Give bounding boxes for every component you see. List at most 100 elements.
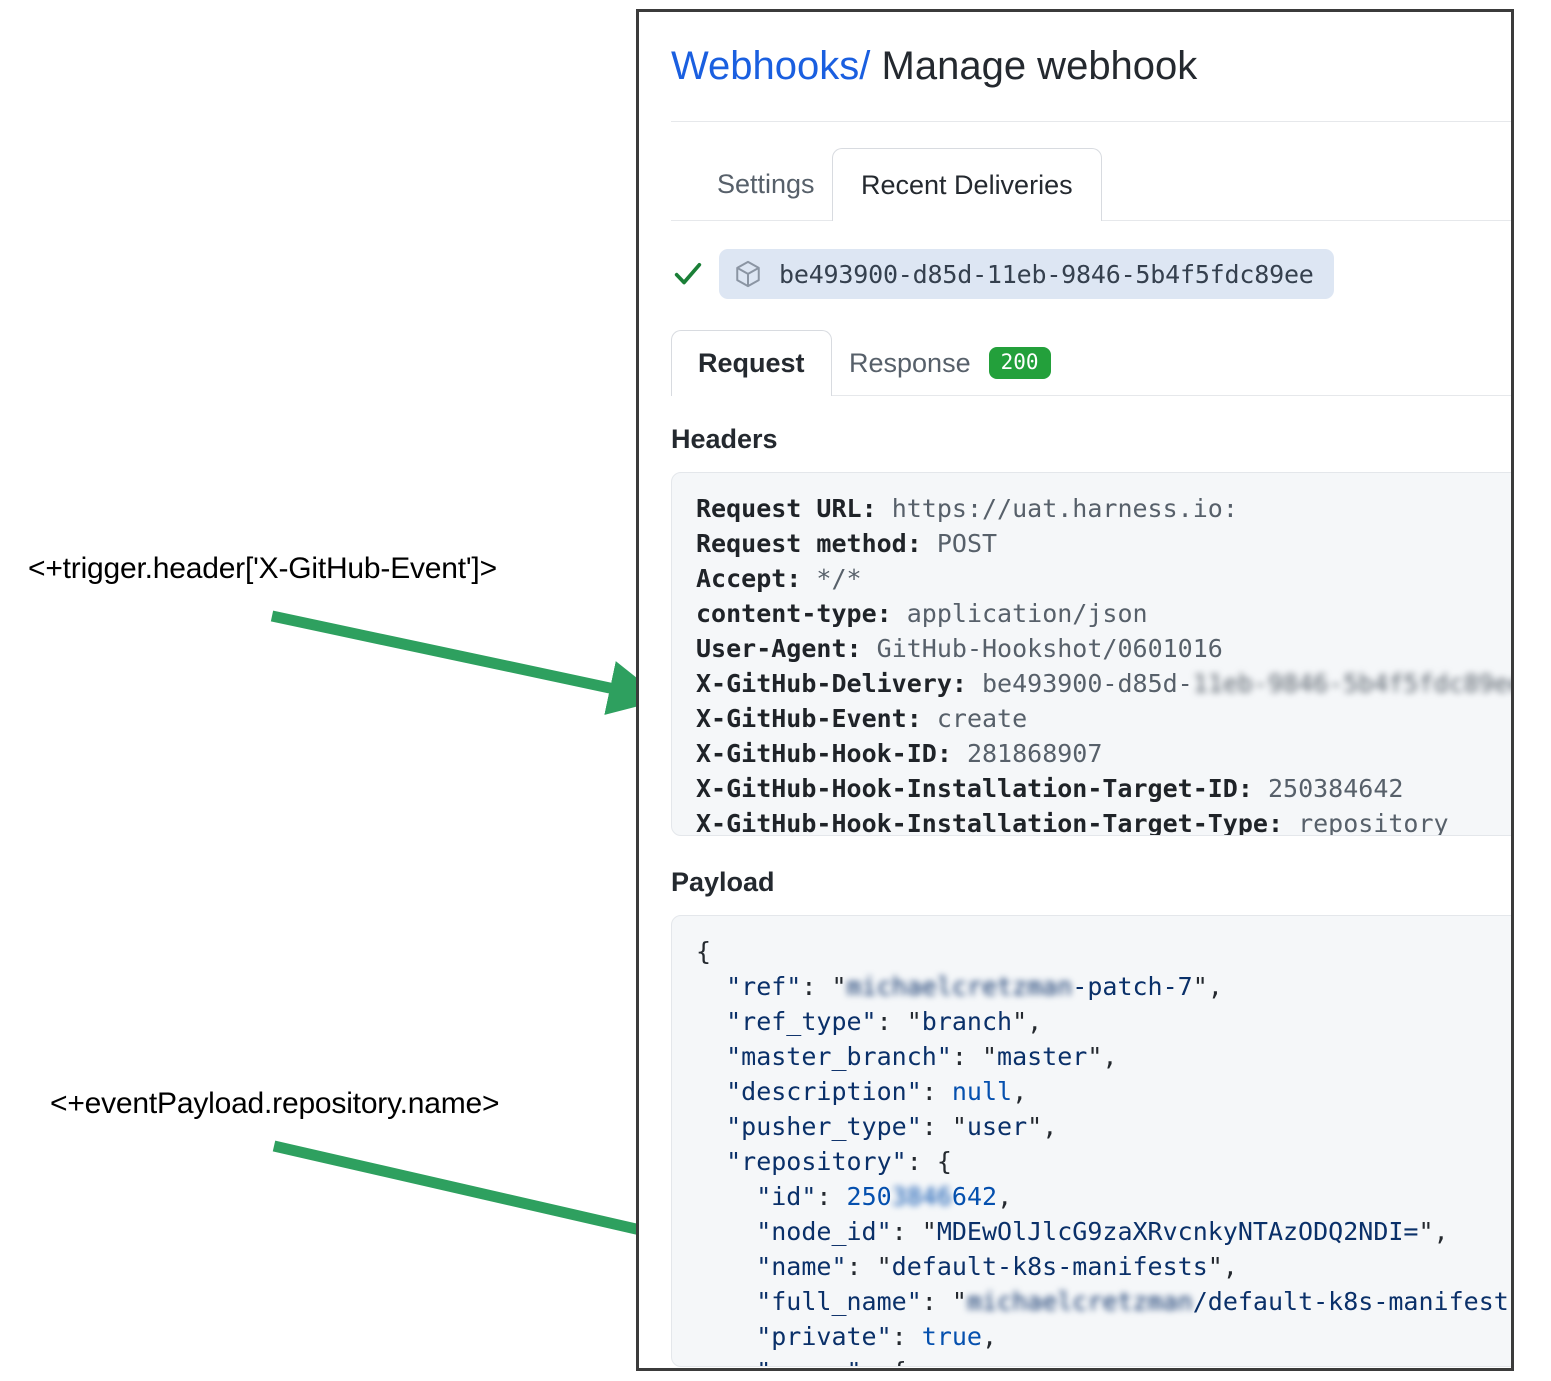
delivery-id-text: be493900-d85d-11eb-9846-5b4f5fdc89ee — [779, 259, 1314, 289]
page-title: Webhooks/ Manage webhook — [671, 44, 1197, 89]
payload-key: "id" — [756, 1182, 817, 1211]
header-value: 281868907 — [966, 739, 1103, 768]
payload-key: "ref" — [726, 972, 802, 1001]
header-value: repository — [1298, 809, 1449, 836]
payload-value: 250 — [846, 1182, 892, 1211]
payload-line: "repository": { — [726, 1147, 952, 1176]
header-key: X-GitHub-Event: — [696, 704, 922, 733]
header-key: User-Agent: — [696, 634, 862, 663]
payload-line: "master_branch": "master", — [726, 1042, 1118, 1071]
tab-settings[interactable]: Settings — [717, 169, 815, 199]
tab-request[interactable]: Request — [671, 330, 832, 396]
header-key: Accept: — [696, 564, 802, 593]
payload-key: "description" — [726, 1077, 922, 1106]
payload-key: "owner" — [756, 1357, 861, 1366]
settings-tab-bar: Settings Recent Deliveries — [639, 121, 1511, 221]
header-line: content-type: application/json — [696, 596, 1511, 631]
header-line: User-Agent: GitHub-Hookshot/0601016 — [696, 631, 1511, 666]
header-value: 250384642 — [1267, 774, 1404, 803]
header-value-redacted: 11eb-9846-5b4f5fdc89ee — [1192, 669, 1514, 698]
payload-key: "full_name" — [756, 1287, 922, 1316]
payload-key: "repository" — [726, 1147, 907, 1176]
payload-value: branch — [921, 1007, 1013, 1036]
breadcrumb-separator: / — [859, 44, 871, 88]
header-line: X-GitHub-Hook-Installation-Target-Type: … — [696, 806, 1511, 836]
header-key: X-GitHub-Hook-Installation-Target-Type: — [696, 809, 1283, 836]
headers-section-label: Headers — [671, 424, 778, 454]
payload-key: "master_branch" — [726, 1042, 952, 1071]
payload-value: -patch-7 — [1072, 972, 1193, 1001]
payload-value: default-k8s-manifests — [891, 1252, 1208, 1281]
tab-recent-deliveries[interactable]: Recent Deliveries — [832, 148, 1102, 221]
breadcrumb-webhooks-link[interactable]: Webhooks — [671, 44, 860, 88]
header-key: Request method: — [696, 529, 922, 558]
payload-brace: { — [696, 937, 712, 966]
payload-line: { — [696, 934, 1511, 969]
header-line: Request URL: https://uat.harness.io: — [696, 491, 1511, 526]
payload-line: "full_name": "michaelcretzman/default-k8… — [696, 1284, 1514, 1319]
tabbar-top-rule — [671, 121, 1511, 122]
breadcrumb-current: Manage webhook — [881, 44, 1198, 88]
header-line: X-GitHub-Hook-Installation-Target-ID: 25… — [696, 771, 1511, 806]
payload-value: /default-k8s-manifests — [1192, 1287, 1514, 1316]
payload-value: { — [892, 1357, 907, 1366]
payload-line: "private": true, — [756, 1322, 998, 1351]
header-key: X-GitHub-Hook-Installation-Target-ID: — [696, 774, 1253, 803]
header-value: be493900-d85d- — [982, 669, 1193, 698]
payload-value: true — [921, 1322, 982, 1351]
payload-line: "ref_type": "branch", — [726, 1007, 1043, 1036]
payload-value-redacted: michaelcretzman — [966, 1287, 1193, 1316]
annotation-arrow-header — [270, 610, 664, 715]
payload-value-2: 642 — [951, 1182, 998, 1211]
payload-code-block: { "ref": "michaelcretzman-patch-7", "ref… — [671, 915, 1514, 1367]
tab-response[interactable]: Response 200 — [829, 330, 1071, 396]
payload-value: MDEwOlJlcG9zaXRvcnkyNTAzODQ2NDI= — [936, 1217, 1419, 1246]
header-key: Request URL: — [696, 494, 877, 523]
request-response-tab-bar: Request Response 200 — [639, 330, 1511, 396]
header-value: */* — [816, 564, 862, 593]
header-line: Accept: */* — [696, 561, 1511, 596]
payload-key: "ref_type" — [726, 1007, 877, 1036]
rr-tabbar-rule — [671, 395, 1511, 396]
payload-line: "owner": { — [696, 1354, 1511, 1366]
payload-line: "pusher_type": "user", — [726, 1112, 1058, 1141]
status-badge: 200 — [988, 347, 1051, 379]
payload-value: { — [936, 1147, 952, 1176]
header-value: POST — [936, 529, 998, 558]
header-line: X-GitHub-Delivery: be493900-d85d-11eb-98… — [696, 666, 1514, 701]
check-icon — [674, 262, 702, 285]
headers-code-block: Request URL: https://uat.harness.io: Req… — [671, 472, 1514, 836]
payload-key: "node_id" — [756, 1217, 892, 1246]
header-line: X-GitHub-Hook-ID: 281868907 — [696, 736, 1511, 771]
webhook-panel: Webhooks/ Manage webhook Settings Recent… — [636, 9, 1514, 1371]
payload-line: "description": null, — [726, 1077, 1028, 1106]
header-value: https://uat.harness.io: — [891, 494, 1238, 523]
header-line: X-GitHub-Event: create — [696, 701, 1511, 736]
annotation-header-expression: <+trigger.header['X-GitHub-Event']> — [28, 552, 497, 585]
payload-key: "name" — [756, 1252, 847, 1281]
annotation-payload-expression: <+eventPayload.repository.name> — [50, 1087, 500, 1120]
header-key: X-GitHub-Hook-ID: — [696, 739, 952, 768]
header-value: create — [936, 704, 1028, 733]
payload-line: "node_id": "MDEwOlJlcG9zaXRvcnkyNTAzODQ2… — [756, 1217, 1449, 1246]
tab-response-label: Response — [849, 347, 971, 378]
header-key: content-type: — [696, 599, 892, 628]
payload-value: master — [997, 1042, 1088, 1071]
header-key: X-GitHub-Delivery: — [696, 669, 967, 698]
delivery-id-chip[interactable]: be493900-d85d-11eb-9846-5b4f5fdc89ee — [719, 249, 1334, 299]
header-line: Request method: POST — [696, 526, 1511, 561]
payload-section-label: Payload — [671, 867, 775, 897]
payload-line: "id": 2503846642, — [696, 1179, 1511, 1214]
payload-line: "ref": "michaelcretzman-patch-7", — [696, 969, 1511, 1004]
header-value: GitHub-Hookshot/0601016 — [876, 634, 1223, 663]
cube-icon — [736, 260, 760, 288]
payload-value: null — [951, 1077, 1013, 1106]
payload-key: "private" — [756, 1322, 892, 1351]
payload-value: user — [966, 1112, 1028, 1141]
payload-value-redacted: michaelcretzman — [846, 972, 1073, 1001]
payload-value-redacted: 3846 — [891, 1182, 952, 1211]
header-value: application/json — [906, 599, 1148, 628]
payload-key: "pusher_type" — [726, 1112, 922, 1141]
delivery-row[interactable]: be493900-d85d-11eb-9846-5b4f5fdc89ee — [671, 246, 1334, 302]
payload-line: "name": "default-k8s-manifests", — [756, 1252, 1238, 1281]
